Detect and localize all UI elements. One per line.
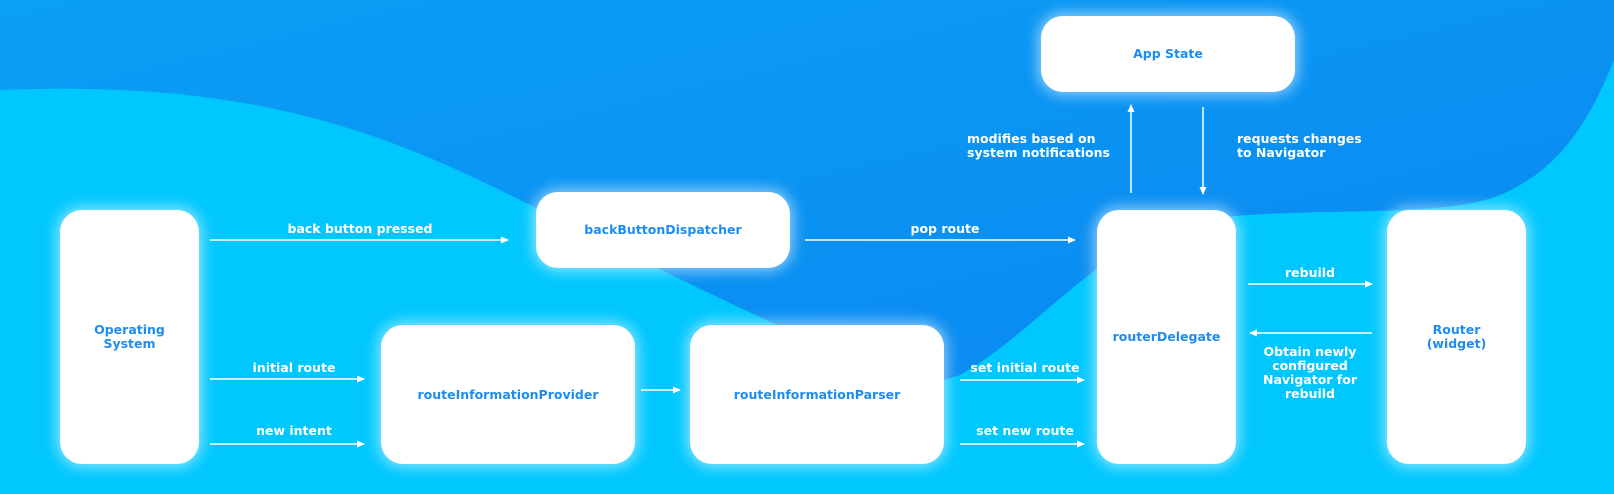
label-set-new-route: set new route <box>976 423 1074 438</box>
label-new-intent: new intent <box>256 423 332 438</box>
label-set-initial-route: set initial route <box>970 360 1080 375</box>
node-operating-system-label: Operating System <box>94 322 165 351</box>
label-pop-route: pop route <box>910 221 980 236</box>
node-back-button-dispatcher: backButtonDispatcher <box>536 192 790 268</box>
label-requests-changes: requests changes to Navigator <box>1237 131 1362 160</box>
label-obtain: Obtain newly configured Navigator for re… <box>1263 344 1357 401</box>
node-route-information-provider-label: routeInformationProvider <box>417 386 599 402</box>
label-initial-route: initial route <box>252 360 336 375</box>
label-back-button-pressed: back button pressed <box>287 221 433 236</box>
node-route-information-parser-label: routeInformationParser <box>733 386 901 402</box>
node-router-delegate-label: routerDelegate <box>1112 329 1221 344</box>
node-router-widget-label: Router (widget) <box>1426 322 1487 351</box>
label-rebuild: rebuild <box>1284 265 1335 280</box>
node-router-delegate: routerDelegate <box>1097 210 1236 464</box>
node-app-state-label: App State <box>1133 46 1203 61</box>
node-route-information-parser: routeInformationParser <box>690 325 944 464</box>
label-modifies: modifies based on system notifications <box>967 131 1110 160</box>
node-route-information-provider: routeInformationProvider <box>381 325 635 464</box>
node-operating-system: Operating System <box>60 210 199 464</box>
node-router-widget: Router (widget) <box>1387 210 1526 464</box>
node-app-state: App State <box>1041 16 1295 92</box>
node-back-button-dispatcher-label: backButtonDispatcher <box>584 222 742 237</box>
